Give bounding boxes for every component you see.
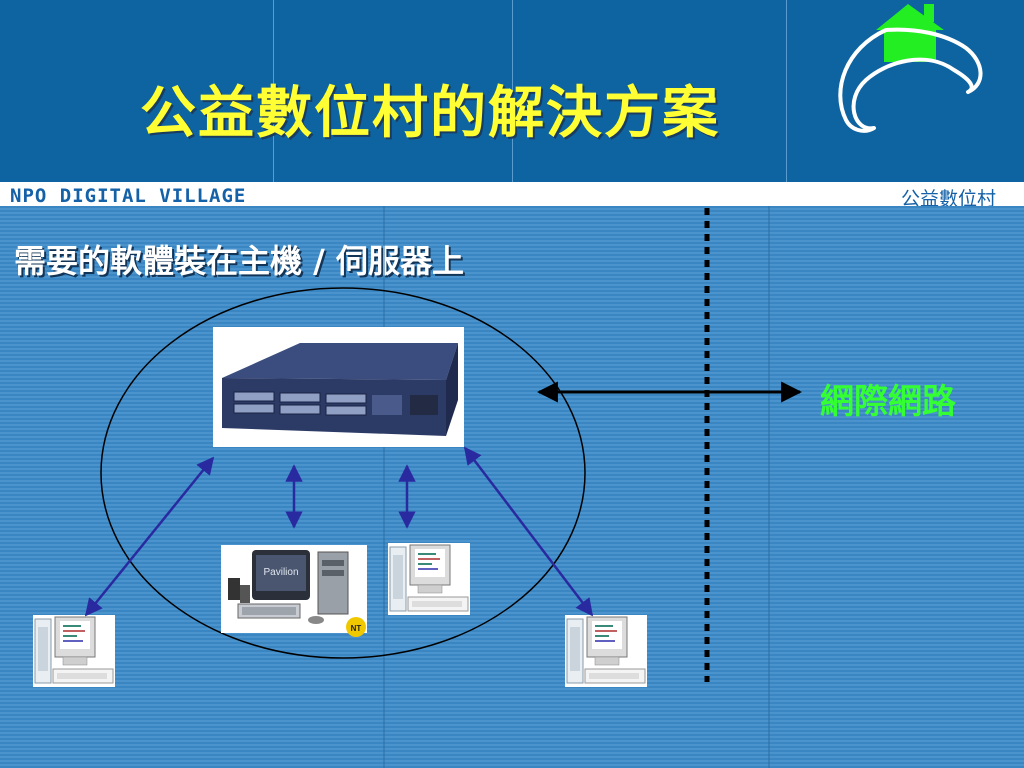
server-icon: [213, 327, 464, 447]
double-arrow-icon: [84, 456, 215, 617]
workstation-icon: [388, 543, 470, 615]
workstation-icon: [565, 615, 647, 687]
double-arrow-icon: [463, 446, 594, 617]
divider-line: [512, 0, 513, 182]
nt-badge: NT: [351, 624, 362, 633]
workstation-icon: [33, 615, 115, 687]
slide-subtitle: 需要的軟體裝在主機 / 伺服器上: [14, 242, 464, 280]
house-logo-icon: [826, 0, 986, 150]
divider-line: [786, 0, 787, 182]
subheader-band: NPO DIGITAL VILLAGE 公益數位村: [0, 182, 1024, 210]
band-english-label: NPO DIGITAL VILLAGE: [10, 185, 247, 207]
pavilion-label: Pavilion: [263, 567, 298, 578]
divider-line: [273, 0, 274, 182]
internet-label: 網際網路: [820, 382, 956, 422]
page-title: 公益數位村的解決方案: [140, 80, 720, 146]
band-chinese-label: 公益數位村: [900, 188, 996, 210]
desktop-computer-icon: Pavilion NT: [221, 545, 367, 637]
